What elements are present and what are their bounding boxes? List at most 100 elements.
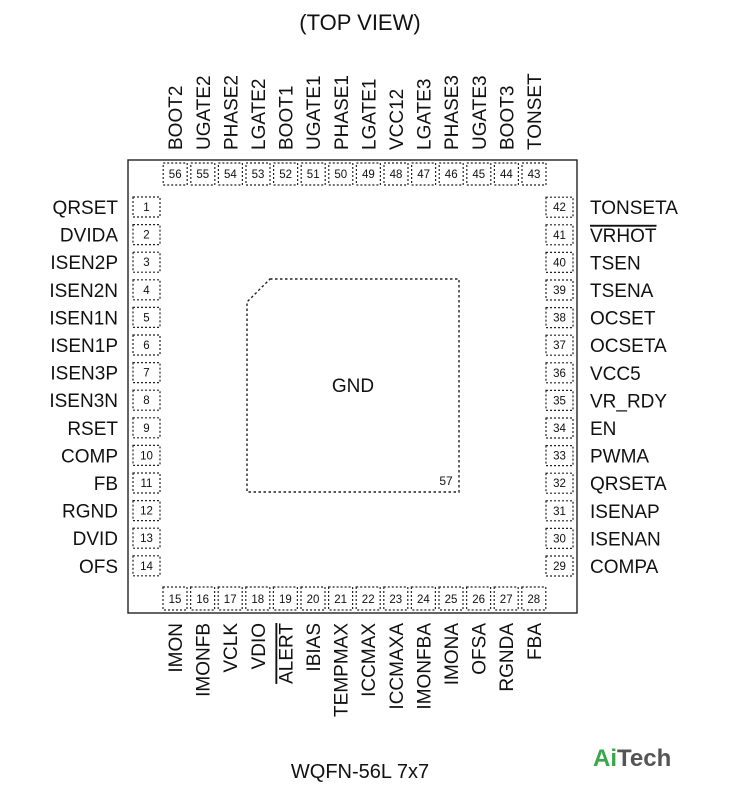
pin-label: OCSETA <box>590 336 667 357</box>
pin-number: 34 <box>553 423 566 435</box>
pin-number: 27 <box>500 594 513 606</box>
pin-number: 10 <box>140 450 153 462</box>
pin-51-pad <box>300 162 326 186</box>
pin-number: 36 <box>553 368 566 380</box>
aitech-logo-part1: Ai <box>593 745 617 772</box>
pin-43-pad <box>521 162 547 186</box>
pin-label: OFS <box>79 557 118 578</box>
pin-label: ISEN1N <box>49 308 118 329</box>
pin-label: ICCMAX <box>359 623 380 697</box>
pin-label: PHASE1 <box>332 75 353 150</box>
pin-number: 28 <box>527 594 540 606</box>
pin-number: 13 <box>140 533 153 545</box>
pin-5-pad <box>132 306 161 328</box>
pin-number: 49 <box>362 169 375 181</box>
pin-label: TSENA <box>590 281 654 302</box>
pin-label: VDIO <box>249 623 270 669</box>
pin-label: COMP <box>61 446 118 467</box>
pin-41-pad <box>545 224 574 246</box>
pin-number: 52 <box>279 169 292 181</box>
pin-label: VR_RDY <box>590 391 667 412</box>
pin-label: OFSA <box>470 623 491 675</box>
diagram-title: (TOP VIEW) <box>299 10 420 35</box>
pin-18-pad <box>245 586 271 611</box>
pin-label: IMONFB <box>194 623 215 697</box>
pin-49-pad <box>355 162 381 186</box>
pin-label: BOOT3 <box>497 86 518 150</box>
pin-label: ISEN1P <box>50 336 118 357</box>
pin-number: 25 <box>445 594 458 606</box>
pin-number: 40 <box>553 257 566 269</box>
pin-label: IMON <box>166 623 187 673</box>
pin-label: ISEN3N <box>49 391 118 412</box>
pin-number: 14 <box>140 561 153 573</box>
pin-label: RGND <box>62 502 118 523</box>
pin-number: 24 <box>417 594 430 606</box>
pin-label: RSET <box>67 419 118 440</box>
pin-number: 4 <box>143 285 150 297</box>
pin-label: QRSET <box>53 198 119 219</box>
pin-label: LGATE2 <box>249 79 270 150</box>
pin-42-pad <box>545 196 574 218</box>
pin-28-pad <box>521 586 547 611</box>
pin-number: 32 <box>553 478 566 490</box>
pin-6-pad <box>132 334 161 356</box>
pin-label: LGATE1 <box>359 79 380 150</box>
pin-label: QRSETA <box>590 474 667 495</box>
pin-number: 30 <box>553 533 566 545</box>
package-body <box>127 159 578 614</box>
pin-29-pad <box>545 555 574 577</box>
pin-label: ISEN2P <box>50 253 118 274</box>
pin-label: ISENAP <box>590 502 660 523</box>
pin-number: 55 <box>196 169 209 181</box>
pin-number: 38 <box>553 313 566 325</box>
pin-label: VCLK <box>221 623 242 673</box>
aitech-logo-part2: Tech <box>617 745 671 772</box>
pin-number: 2 <box>143 230 149 242</box>
pin-44-pad <box>493 162 519 186</box>
package-name: WQFN-56L 7x7 <box>291 761 429 783</box>
pin-label: IBIAS <box>304 623 325 672</box>
pin-label: UGATE3 <box>470 75 491 150</box>
pin-number: 26 <box>472 594 485 606</box>
pin-33-pad <box>545 445 574 467</box>
pin-25-pad <box>438 586 464 611</box>
pin-20-pad <box>300 586 326 611</box>
left-pin-row: 1QRSET2DVIDA3ISEN2P4ISEN2N5ISEN1N6ISEN1P… <box>49 196 161 578</box>
pin-4-pad <box>132 279 161 301</box>
pin-label: EN <box>590 419 616 440</box>
pin-label: COMPA <box>590 557 659 578</box>
pin-number: 16 <box>196 594 209 606</box>
pin-39-pad <box>545 279 574 301</box>
pin-number: 29 <box>553 561 566 573</box>
pin-number: 31 <box>553 506 566 518</box>
pin-label: DVID <box>73 529 118 550</box>
pin-label: VCC5 <box>590 364 641 385</box>
pin-13-pad <box>132 527 161 549</box>
pin-label: ISENAN <box>590 529 661 550</box>
pin-label: DVIDA <box>60 226 118 247</box>
pin-number: 19 <box>279 594 292 606</box>
pin-number: 21 <box>334 594 347 606</box>
pin-10-pad <box>132 444 161 466</box>
pin-38-pad <box>545 307 574 329</box>
pin-2-pad <box>132 224 161 246</box>
pin-label: LGATE3 <box>415 79 436 150</box>
pin-number: 42 <box>553 202 566 214</box>
pin-label: UGATE2 <box>194 75 215 150</box>
pin-label: PHASE3 <box>442 75 463 150</box>
pin-label: PHASE2 <box>221 75 242 150</box>
pin-label: BOOT2 <box>166 86 187 150</box>
pin-55-pad <box>190 162 216 186</box>
pin-22-pad <box>355 586 381 611</box>
pin-12-pad <box>132 500 161 522</box>
pin-label: UGATE1 <box>304 75 325 150</box>
pin-number: 39 <box>553 285 566 297</box>
pin-53-pad <box>245 162 271 186</box>
pin-number: 35 <box>553 395 566 407</box>
bottom-pin-row: 15IMON16IMONFB17VCLK18VDIO19ALERT20IBIAS… <box>162 586 547 717</box>
pin-number: 18 <box>251 594 264 606</box>
pin-label: TONSETA <box>590 198 678 219</box>
pin-3-pad <box>132 251 161 273</box>
